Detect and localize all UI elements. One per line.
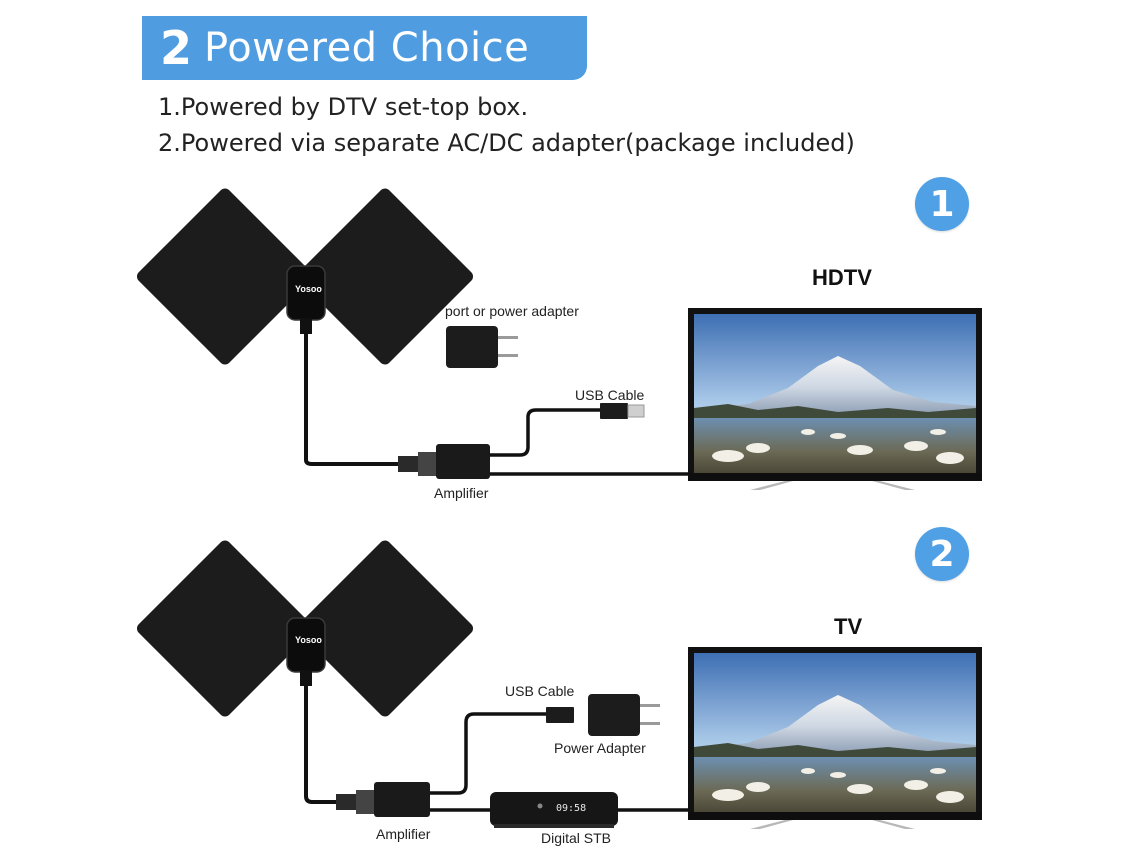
usb-plug-icon-1 bbox=[600, 403, 628, 419]
set-top-box-icon bbox=[490, 792, 618, 828]
amplifier-label-2: Amplifier bbox=[376, 826, 431, 842]
note-2: 2.Powered via separate AC/DC adapter(pac… bbox=[158, 129, 855, 157]
coax-connector-2 bbox=[336, 794, 356, 810]
section-banner: 2 Powered Choice bbox=[142, 16, 587, 80]
amplifier-icon-1 bbox=[436, 444, 490, 479]
coax-cable-1 bbox=[304, 334, 400, 466]
usb-cable-1 bbox=[490, 408, 604, 457]
power-adapter-icon-1 bbox=[446, 326, 498, 368]
tv-icon bbox=[688, 647, 982, 829]
step-1-badge: 1 bbox=[915, 177, 969, 231]
amplifier-icon-2 bbox=[374, 782, 430, 817]
note-1: 1.Powered by DTV set-top box. bbox=[158, 93, 529, 121]
adapter-label-2: Power Adapter bbox=[554, 740, 646, 756]
amplifier-label-1: Amplifier bbox=[434, 485, 489, 501]
antenna-brand-1: Yosoo bbox=[295, 284, 322, 294]
hdtv-title: HDTV bbox=[812, 265, 872, 290]
coax-connector-1 bbox=[398, 456, 418, 472]
coax-cable-2 bbox=[304, 686, 338, 804]
stb-label: Digital STB bbox=[541, 830, 612, 846]
usb-cable-2 bbox=[430, 712, 548, 795]
antenna-brand-2: Yosoo bbox=[295, 635, 322, 645]
adapter-label-1: port or power adapter bbox=[445, 303, 579, 319]
banner-number: 2 bbox=[160, 21, 193, 75]
power-adapter-icon-2 bbox=[588, 694, 640, 736]
stb-display: 09:58 bbox=[556, 803, 586, 814]
hdtv-icon bbox=[688, 308, 982, 490]
usb-plug-icon-2 bbox=[546, 707, 574, 723]
step-2-badge: 2 bbox=[915, 527, 969, 581]
usb-cable-label-2: USB Cable bbox=[505, 683, 575, 699]
banner-title: Powered Choice bbox=[204, 25, 530, 71]
usb-cable-label-1: USB Cable bbox=[575, 387, 645, 403]
tv-title: TV bbox=[834, 614, 863, 639]
